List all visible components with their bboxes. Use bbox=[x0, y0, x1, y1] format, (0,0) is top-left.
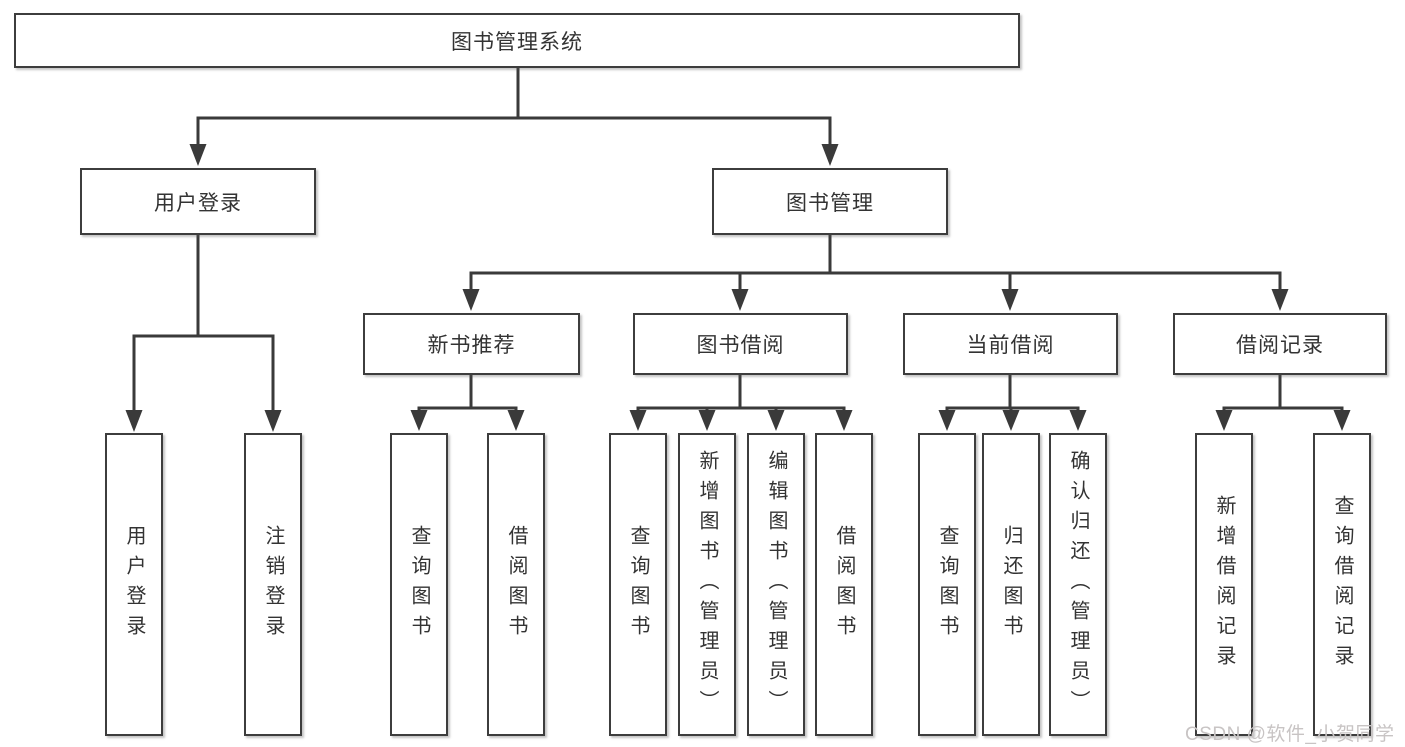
node-root: 图书管理系统 bbox=[14, 13, 1020, 68]
leaf-bb-query-books-label: 查询图书 bbox=[627, 524, 649, 645]
csdn-watermark: CSDN @软件_小贺同学 bbox=[1185, 724, 1395, 745]
node-new-book-recommend-label: 新书推荐 bbox=[427, 334, 516, 357]
leaf-br-add-record: 新增借阅记录 bbox=[1195, 433, 1253, 736]
leaf-cb-return-books-label: 归还图书 bbox=[1000, 524, 1022, 645]
node-new-book-recommend: 新书推荐 bbox=[363, 313, 580, 375]
leaf-bb-edit-books: 编辑图书（管理员） bbox=[747, 433, 805, 736]
node-user-login: 用户登录 bbox=[80, 168, 316, 235]
leaf-br-add-record-label: 新增借阅记录 bbox=[1213, 494, 1235, 675]
node-book-borrow-label: 图书借阅 bbox=[696, 334, 785, 357]
node-current-borrow: 当前借阅 bbox=[903, 313, 1118, 375]
leaf-cb-confirm-return: 确认归还（管理员） bbox=[1049, 433, 1107, 736]
leaf-br-query-record-label: 查询借阅记录 bbox=[1331, 494, 1353, 675]
leaf-nb-query-books-label: 查询图书 bbox=[408, 524, 430, 645]
leaf-cb-query-books: 查询图书 bbox=[918, 433, 976, 736]
node-root-label: 图书管理系统 bbox=[451, 30, 583, 54]
leaf-bb-add-books: 新增图书（管理员） bbox=[678, 433, 736, 736]
leaf-nb-borrow-books: 借阅图书 bbox=[487, 433, 545, 736]
node-current-borrow-label: 当前借阅 bbox=[966, 334, 1055, 357]
leaf-logout: 注销登录 bbox=[244, 433, 302, 736]
leaf-br-query-record: 查询借阅记录 bbox=[1313, 433, 1371, 736]
leaf-bb-edit-books-label: 编辑图书（管理员） bbox=[765, 449, 787, 720]
node-book-borrow: 图书借阅 bbox=[633, 313, 848, 375]
node-book-management-label: 图书管理 bbox=[786, 191, 874, 215]
leaf-user-login-label: 用户登录 bbox=[123, 524, 145, 645]
node-borrow-records: 借阅记录 bbox=[1173, 313, 1387, 375]
leaf-cb-return-books: 归还图书 bbox=[982, 433, 1040, 736]
node-borrow-records-label: 借阅记录 bbox=[1236, 334, 1324, 357]
leaf-bb-add-books-label: 新增图书（管理员） bbox=[696, 449, 718, 720]
leaf-bb-borrow-books-label: 借阅图书 bbox=[833, 524, 855, 645]
node-user-login-label: 用户登录 bbox=[154, 191, 242, 215]
leaf-cb-confirm-return-label: 确认归还（管理员） bbox=[1067, 449, 1089, 720]
node-book-management: 图书管理 bbox=[712, 168, 948, 235]
leaf-cb-query-books-label: 查询图书 bbox=[936, 524, 958, 645]
leaf-user-login: 用户登录 bbox=[105, 433, 163, 736]
leaf-nb-query-books: 查询图书 bbox=[390, 433, 448, 736]
leaf-bb-borrow-books: 借阅图书 bbox=[815, 433, 873, 736]
leaf-nb-borrow-books-label: 借阅图书 bbox=[505, 524, 527, 645]
leaf-bb-query-books: 查询图书 bbox=[609, 433, 667, 736]
leaf-logout-label: 注销登录 bbox=[262, 524, 284, 645]
